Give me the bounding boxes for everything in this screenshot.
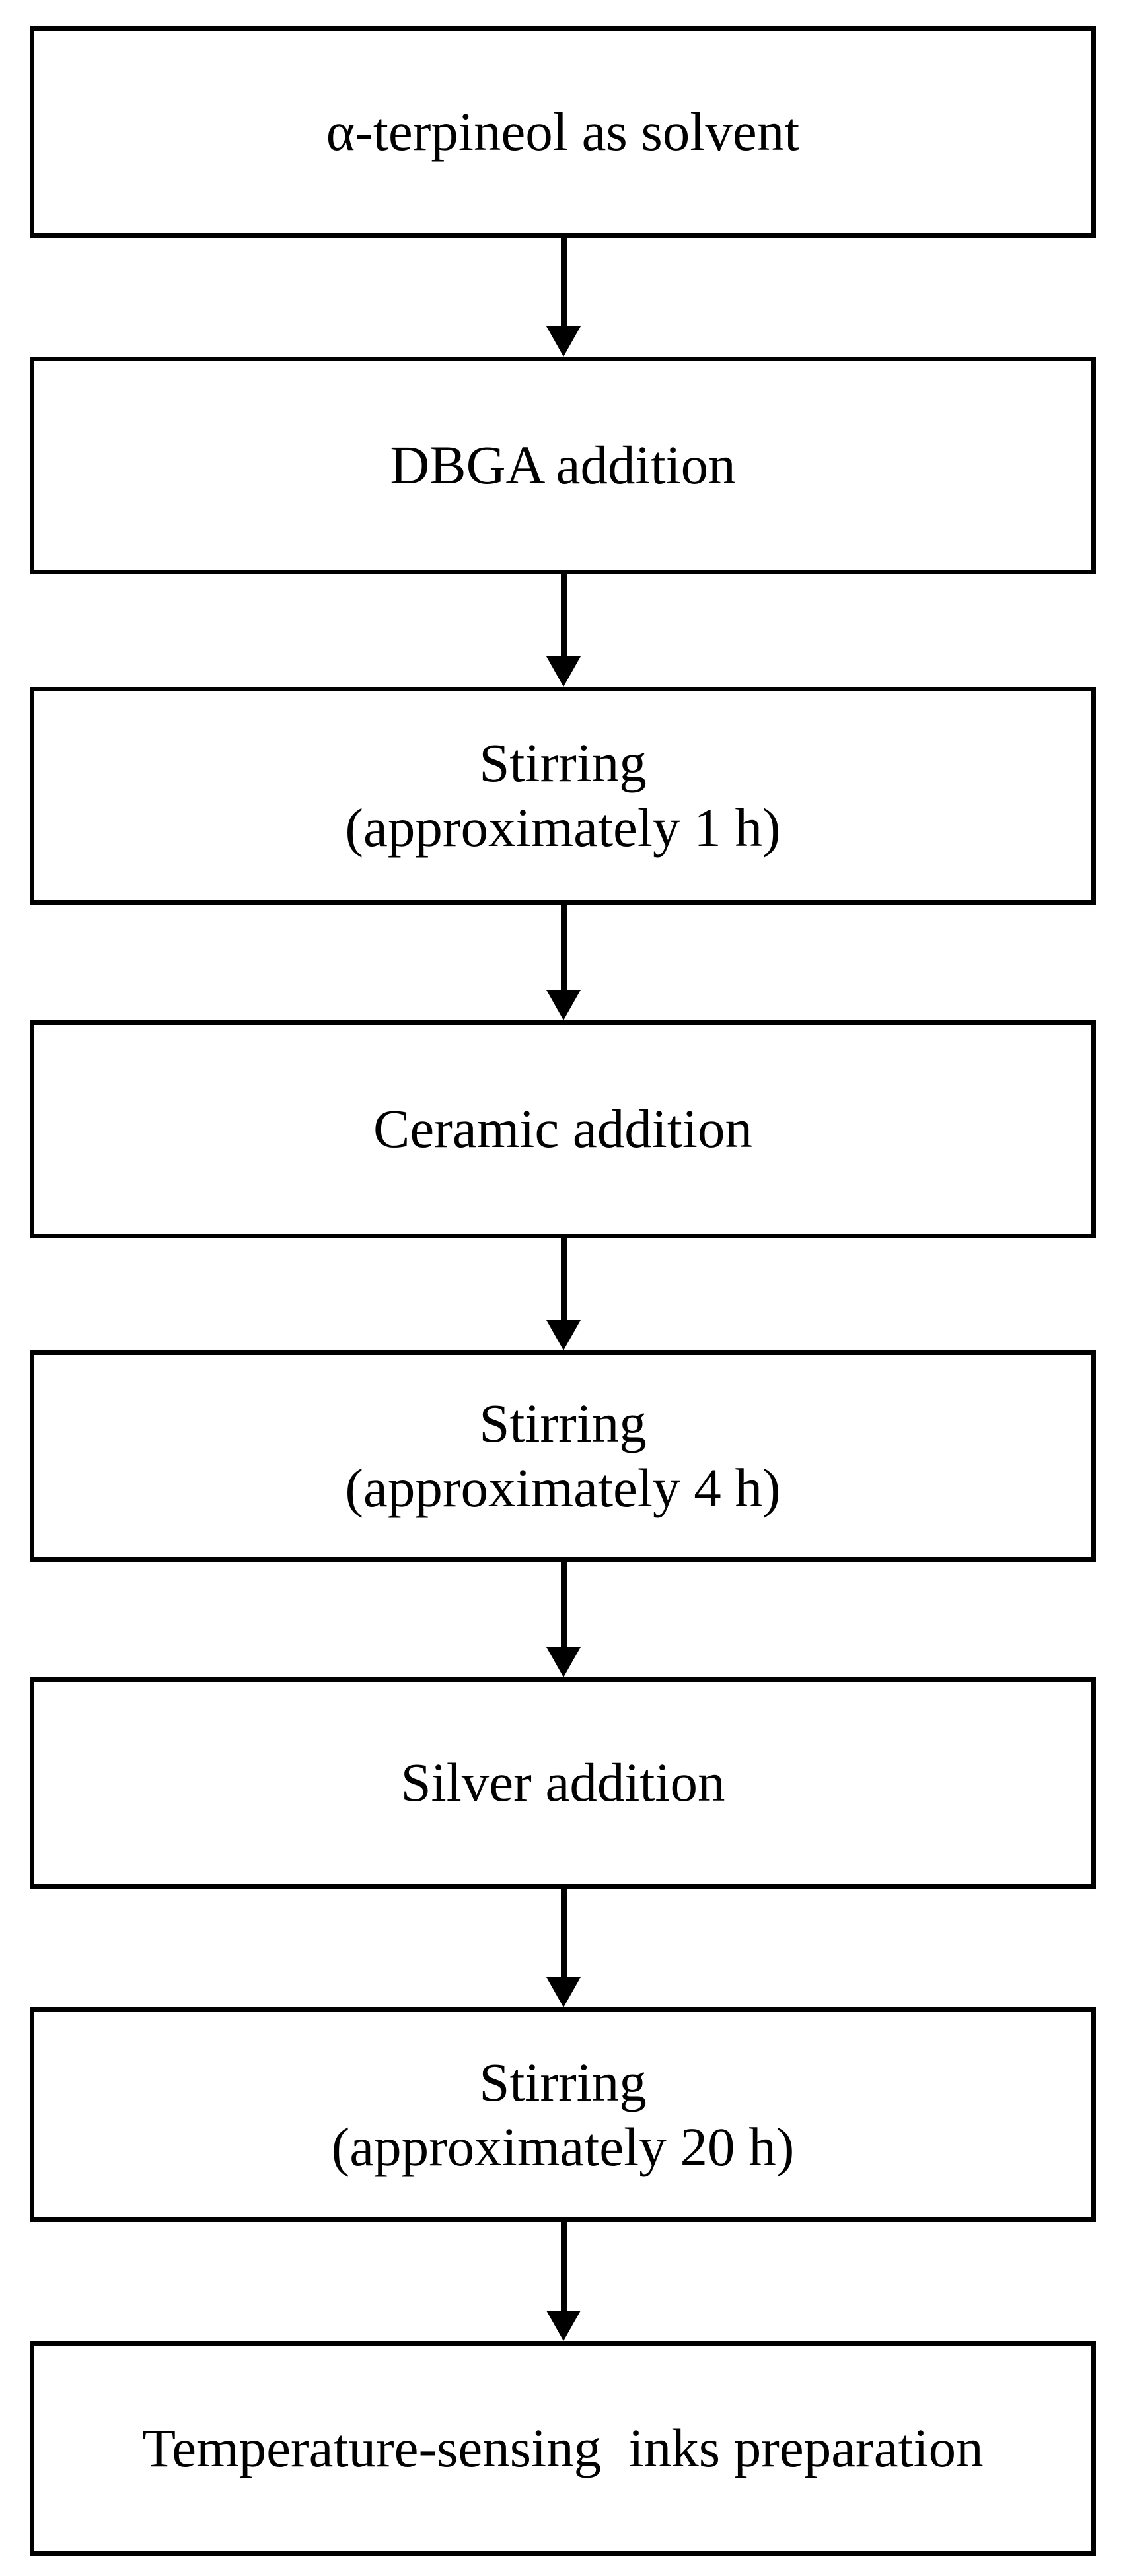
arrow-shaft [561, 2222, 567, 2312]
step-label: Stirring (approximately 20 h) [331, 2051, 795, 2177]
arrow-head [546, 326, 581, 357]
step-box-solvent: α-terpineol as solvent [30, 26, 1096, 238]
step-box-silver-addition: Silver addition [30, 1677, 1096, 1889]
arrow-head [546, 2311, 581, 2341]
step-label: Stirring (approximately 1 h) [345, 732, 781, 858]
arrow-shaft [561, 1889, 567, 1978]
step-box-ink-preparation: Temperature-sensing inks preparation [30, 2341, 1096, 2556]
arrow-shaft [561, 1238, 567, 1321]
step-label: α-terpineol as solvent [326, 101, 800, 162]
step-box-stirring-4h: Stirring (approximately 4 h) [30, 1350, 1096, 1562]
step-label: DBGA addition [390, 435, 736, 496]
arrow-shaft [561, 1562, 567, 1648]
arrow-shaft [561, 905, 567, 991]
step-label: Silver addition [400, 1752, 725, 1813]
step-box-dbga-addition: DBGA addition [30, 357, 1096, 574]
arrow-head [546, 656, 581, 687]
arrow-shaft [561, 574, 567, 658]
arrow-head [546, 990, 581, 1020]
step-box-ceramic-addition: Ceramic addition [30, 1020, 1096, 1238]
arrow-head [546, 1320, 581, 1350]
arrow-head [546, 1647, 581, 1677]
step-box-stirring-20h: Stirring (approximately 20 h) [30, 2007, 1096, 2222]
arrow-head [546, 1977, 581, 2007]
arrow-shaft [561, 238, 567, 328]
step-box-stirring-1h: Stirring (approximately 1 h) [30, 687, 1096, 905]
step-label: Ceramic addition [373, 1098, 752, 1160]
step-label: Temperature-sensing inks preparation [142, 2417, 984, 2478]
step-label: Stirring (approximately 4 h) [345, 1393, 781, 1518]
